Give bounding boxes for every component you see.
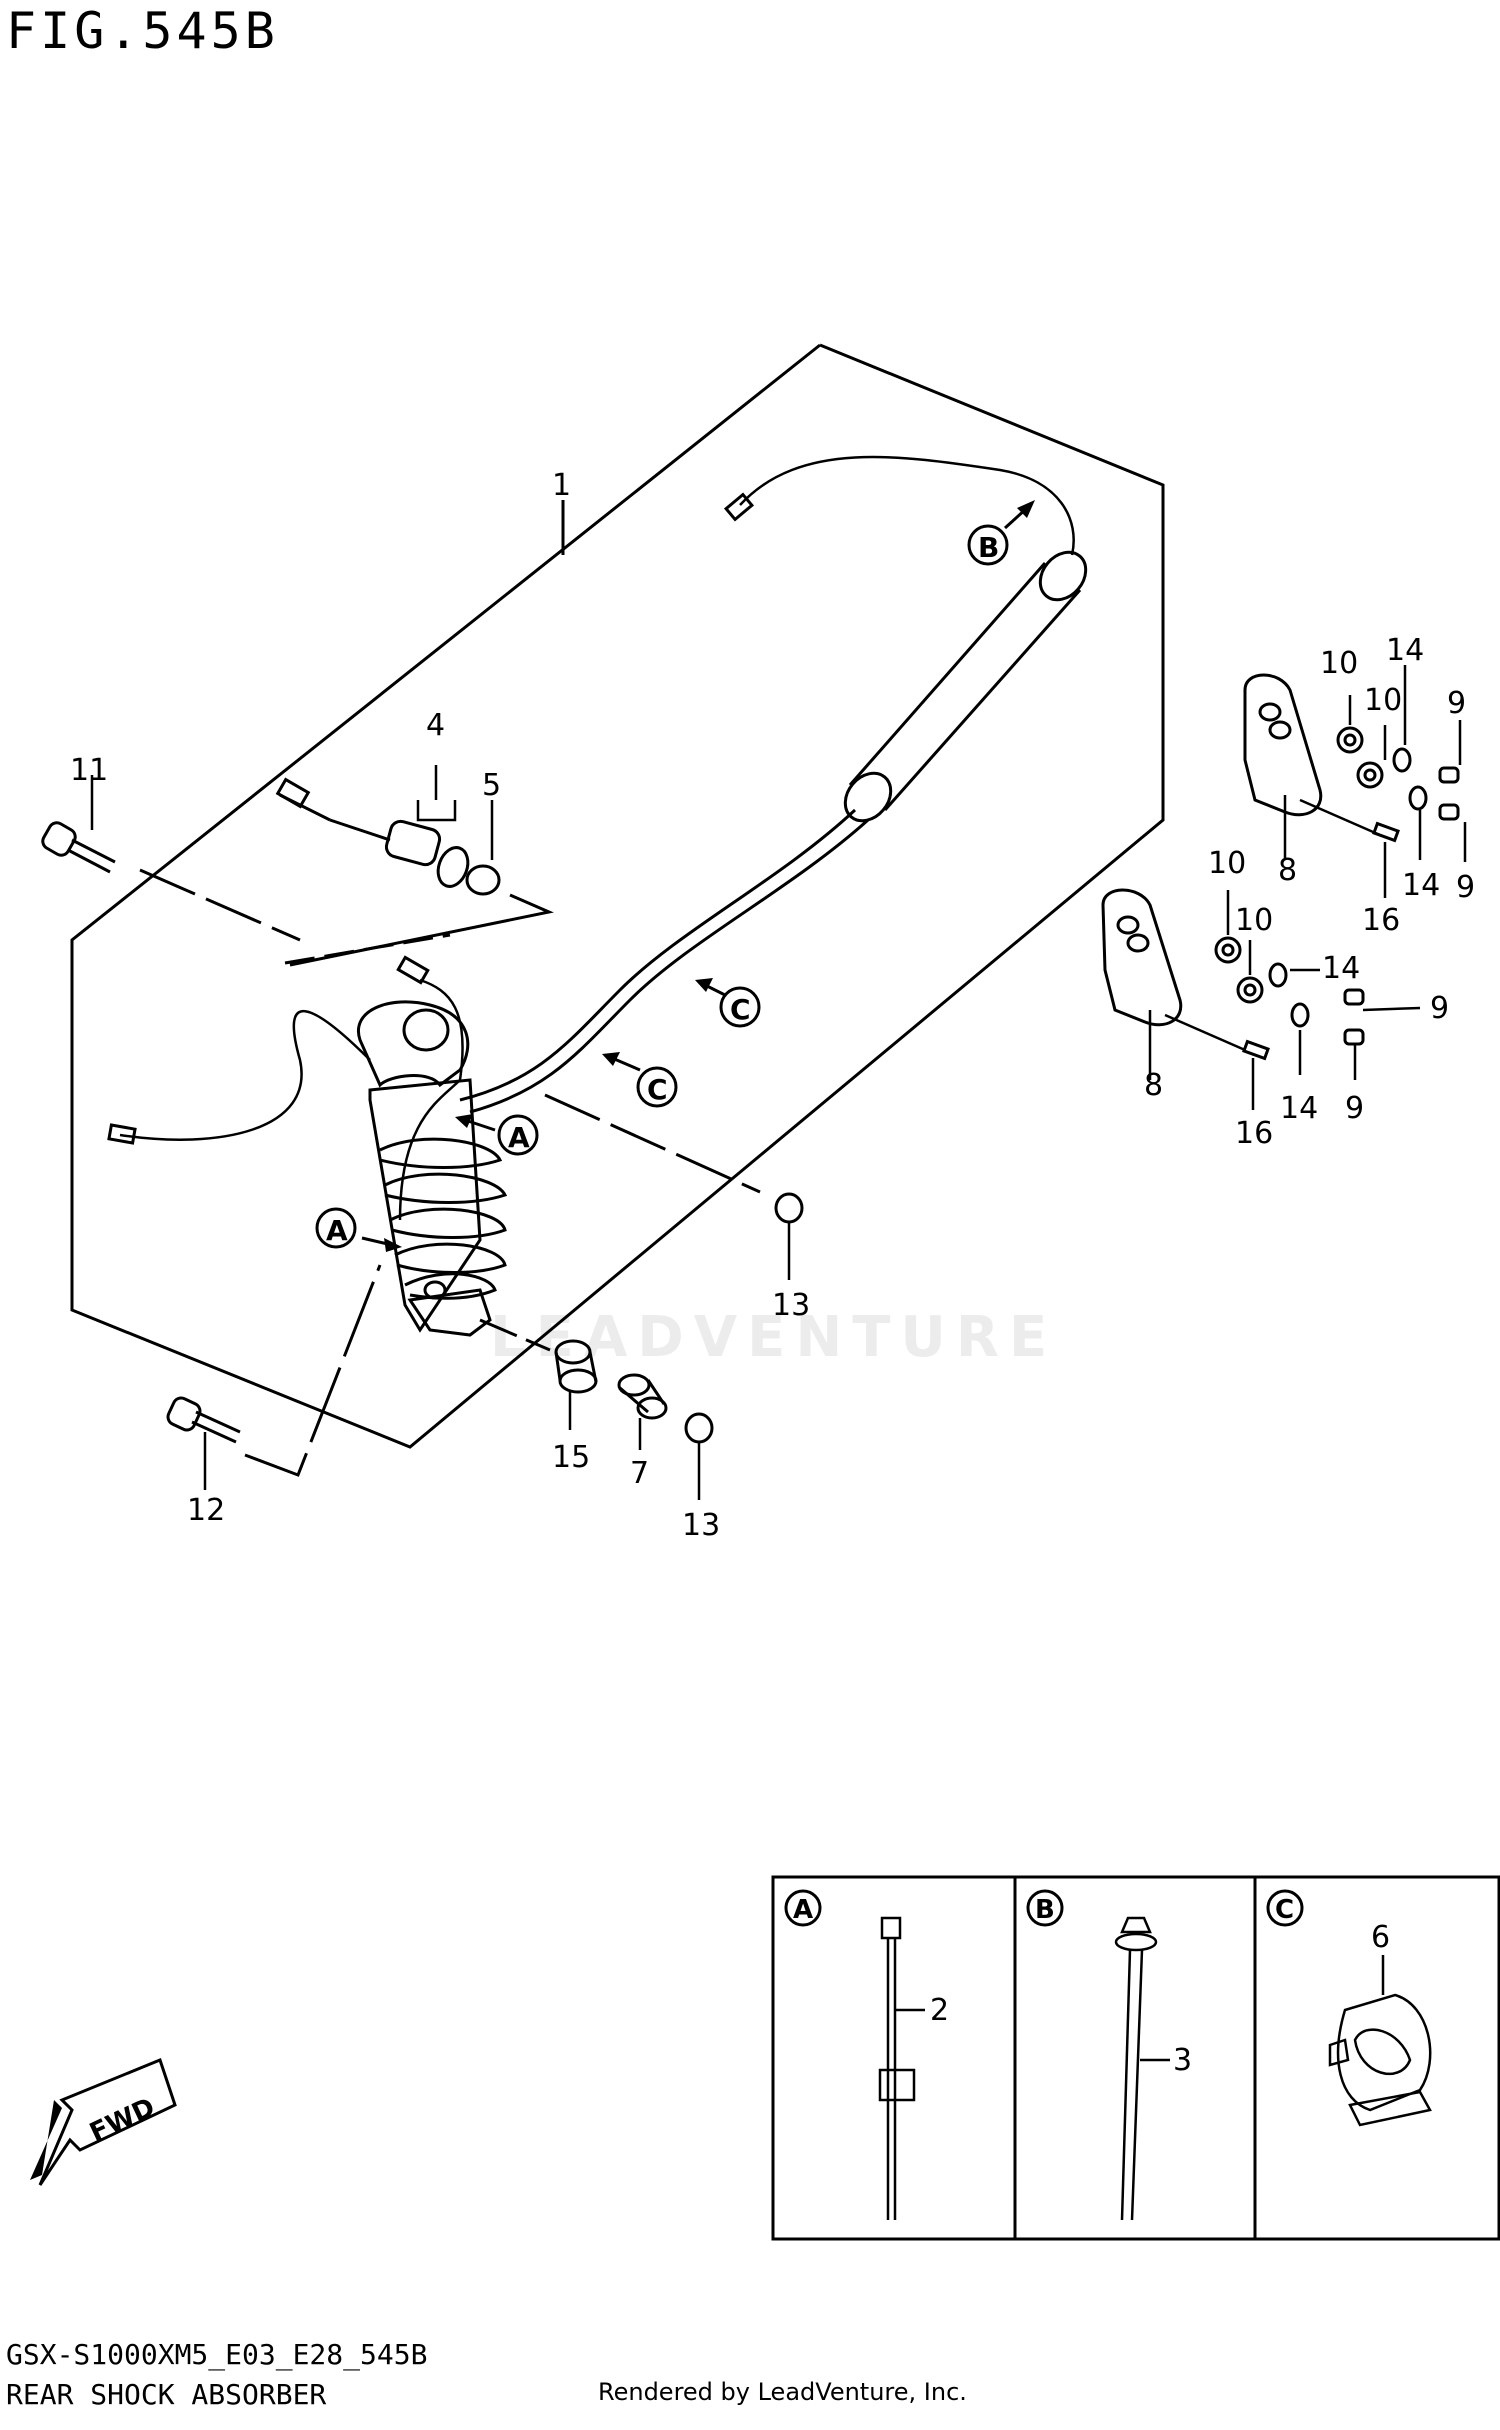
bolt-12 bbox=[166, 1264, 382, 1490]
callout-9b: 9 bbox=[1456, 870, 1475, 905]
hardware-bottom bbox=[1214, 890, 1421, 1110]
cable-tie-icon bbox=[1114, 1916, 1170, 2221]
watermark: LEADVENTURE bbox=[490, 1305, 1058, 1370]
callout-14d: 14 bbox=[1280, 1091, 1318, 1126]
callout-8b: 8 bbox=[1144, 1068, 1163, 1103]
inset-panels bbox=[771, 1875, 1500, 2241]
clamp-icon bbox=[1328, 1955, 1432, 2127]
inset-c-label: C bbox=[1275, 1895, 1294, 1925]
callout-9c: 9 bbox=[1430, 991, 1449, 1026]
nut-13a bbox=[774, 1192, 804, 1224]
inset-B: B 3 bbox=[1026, 1889, 1192, 2221]
figure-title: FIG.545B bbox=[6, 2, 279, 60]
callout-16b: 16 bbox=[1235, 1116, 1273, 1151]
callout-14c: 14 bbox=[1322, 951, 1360, 986]
callout-15: 15 bbox=[552, 1440, 590, 1475]
callout-1: 1 bbox=[552, 468, 571, 503]
hardware-top bbox=[1336, 665, 1467, 898]
callout-11: 11 bbox=[70, 753, 108, 788]
callout-2: 2 bbox=[930, 1993, 949, 2028]
callout-3: 3 bbox=[1173, 2043, 1192, 2078]
callout-12: 12 bbox=[187, 1493, 225, 1528]
bush-7 bbox=[617, 1373, 668, 1450]
nut-13b bbox=[684, 1412, 714, 1444]
ref-marker-C2: C bbox=[636, 1066, 678, 1108]
ref-marker-A2: A bbox=[315, 1207, 357, 1249]
callout-16a: 16 bbox=[1362, 903, 1400, 938]
callout-13a: 13 bbox=[772, 1288, 810, 1323]
collar-15 bbox=[554, 1339, 598, 1430]
ref-marker-C1: C bbox=[719, 986, 761, 1028]
bracket-8a bbox=[1243, 673, 1381, 860]
callout-5: 5 bbox=[482, 768, 501, 803]
inset-a-label: A bbox=[793, 1895, 813, 1925]
diagram-code: GSX-S1000XM5_E03_E28_545B bbox=[6, 2338, 428, 2371]
callout-4: 4 bbox=[426, 708, 445, 743]
ref-marker-B: B bbox=[967, 524, 1009, 566]
callout-7: 7 bbox=[630, 1456, 649, 1491]
ref-b-label: B bbox=[978, 531, 999, 564]
callout-8a: 8 bbox=[1278, 853, 1297, 888]
part-4-5 bbox=[275, 765, 501, 896]
callout-14a: 14 bbox=[1386, 633, 1424, 668]
callout-9a: 9 bbox=[1447, 686, 1466, 721]
callout-9d: 9 bbox=[1345, 1091, 1364, 1126]
bracket-8b bbox=[1101, 888, 1246, 1080]
cable-tie-icon bbox=[878, 1916, 925, 2220]
rendered-by: Rendered by LeadVenture, Inc. bbox=[598, 2378, 967, 2406]
shock-absorber bbox=[107, 955, 508, 1337]
callout-10d: 10 bbox=[1235, 903, 1273, 938]
inset-b-label: B bbox=[1035, 1895, 1055, 1925]
inset-C: C 6 bbox=[1266, 1889, 1432, 2127]
assembly-outline bbox=[70, 343, 1165, 1449]
callout-14b: 14 bbox=[1402, 868, 1440, 903]
ref-marker-A1: A bbox=[497, 1114, 539, 1156]
reservoir-cylinder bbox=[843, 550, 1088, 823]
bolt-11 bbox=[41, 775, 116, 874]
callout-10c: 10 bbox=[1208, 846, 1246, 881]
ref-c-label: C bbox=[647, 1073, 668, 1106]
fwd-arrow-icon: FWD bbox=[30, 2058, 177, 2186]
callout-10b: 10 bbox=[1364, 683, 1402, 718]
ref-a-label: A bbox=[508, 1121, 530, 1154]
callout-10a: 10 bbox=[1320, 646, 1358, 681]
ref-c-label: C bbox=[730, 993, 751, 1026]
inset-A: A 2 bbox=[784, 1889, 949, 2220]
callout-13b: 13 bbox=[682, 1508, 720, 1543]
callout-6: 6 bbox=[1371, 1920, 1390, 1955]
diagram-name: REAR SHOCK ABSORBER bbox=[6, 2378, 327, 2411]
ref-a-label: A bbox=[326, 1214, 348, 1247]
ref-arrows bbox=[361, 506, 1029, 1247]
